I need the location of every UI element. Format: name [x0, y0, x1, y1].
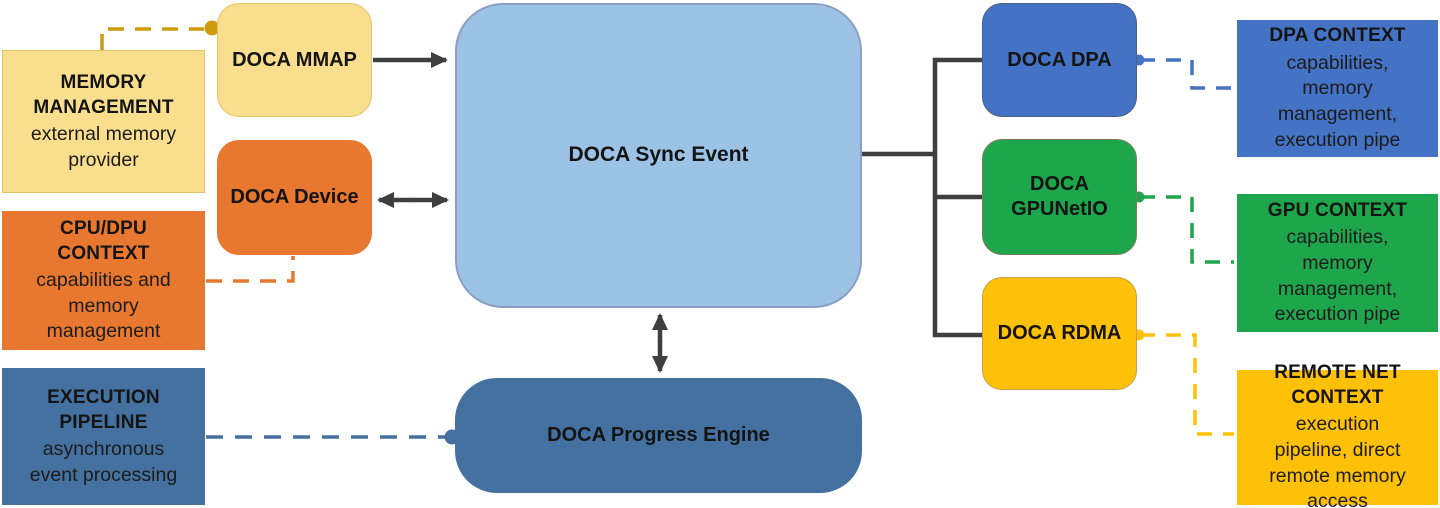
execution-pipeline-card: EXECUTION PIPELINE asynchronous event pr… — [2, 368, 205, 505]
doca-dpa-label: DOCA DPA — [1007, 48, 1112, 71]
gpu-context-card: GPU CONTEXT capabilities, memory managem… — [1237, 194, 1438, 332]
doca-mmap-label: DOCA MMAP — [232, 48, 357, 71]
dpa-context-title: DPA CONTEXT — [1269, 25, 1406, 47]
gpu-context-body: capabilities, memory management, executi… — [1274, 226, 1401, 326]
doca-rdma-label: DOCA RDMA — [997, 322, 1122, 344]
doca-dpa-node: DOCA DPA — [982, 3, 1137, 117]
memory-management-body: external memory provider — [30, 122, 177, 171]
cpu-dpu-context-body: capabilities and memory management — [36, 268, 171, 343]
doca-device-node: DOCA Device — [217, 140, 372, 255]
remote-net-context-body: execution pipeline, direct remote memory… — [1269, 413, 1406, 508]
doca-gpunetio-label: DOCA GPUNetIO — [1011, 173, 1108, 220]
doca-mmap-node: DOCA MMAP — [217, 3, 372, 117]
edge-dpa-to-context — [1140, 58, 1234, 90]
dpa-context-card: DPA CONTEXT capabilities, memory managem… — [1237, 20, 1438, 157]
remote-net-context-title: REMOTE NET CONTEXT — [1274, 361, 1401, 409]
execution-pipeline-body: asynchronous event processing — [29, 437, 178, 486]
doca-gpunetio-node: DOCA GPUNetIO — [982, 139, 1137, 255]
memory-management-card: MEMORY MANAGEMENT external memory provid… — [2, 50, 205, 193]
edge-cpudpu-to-device — [206, 256, 295, 283]
doca-progress-engine-label: DOCA Progress Engine — [547, 424, 770, 446]
remote-net-context-card: REMOTE NET CONTEXT execution pipeline, d… — [1237, 362, 1438, 508]
memory-management-title: MEMORY MANAGEMENT — [33, 71, 174, 118]
gpu-context-title: GPU CONTEXT — [1267, 199, 1408, 221]
doca-device-label: DOCA Device — [230, 186, 359, 208]
doca-sync-event-label: DOCA Sync Event — [568, 143, 749, 167]
edge-gpunetio-to-context — [1140, 195, 1234, 264]
edge-rdma-to-context — [1140, 333, 1234, 436]
cpu-dpu-context-card: CPU/DPU CONTEXT capabilities and memory … — [2, 211, 205, 350]
doca-sync-event-node: DOCA Sync Event — [455, 3, 862, 308]
cpu-dpu-context-title: CPU/DPU CONTEXT — [57, 217, 150, 264]
edge-memory-endpoint-dot — [204, 20, 220, 36]
execution-pipeline-title: EXECUTION PIPELINE — [47, 386, 160, 433]
edge-memory-to-mmap — [100, 27, 204, 50]
doca-progress-engine-node: DOCA Progress Engine — [455, 378, 862, 493]
dpa-context-body: capabilities, memory management, executi… — [1274, 51, 1401, 151]
doca-rdma-node: DOCA RDMA — [982, 277, 1137, 390]
edge-sync-fanout-trunk — [859, 57, 985, 338]
